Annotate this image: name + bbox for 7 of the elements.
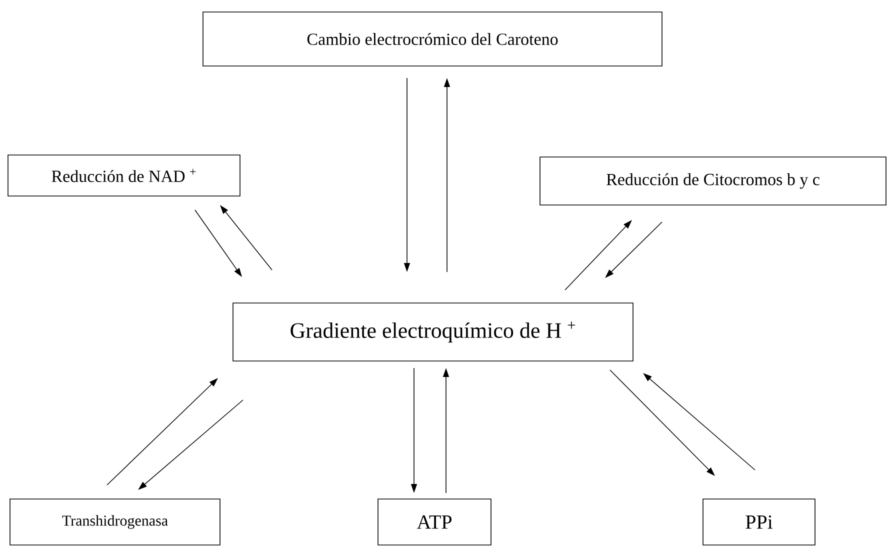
process-box: PPi xyxy=(702,498,816,546)
process-box: ATP xyxy=(378,498,492,546)
process-box: Gradiente electroquímico de H $^{+}$ xyxy=(232,302,634,362)
process-box: Reducción de Citocromos b y c xyxy=(540,156,886,206)
process-box: Reducción de NAD $^{+}$ xyxy=(8,154,240,196)
process-box: Cambio electrocrómico del Caroteno xyxy=(202,12,662,66)
process-box: Transhidrogenasa xyxy=(10,498,220,546)
